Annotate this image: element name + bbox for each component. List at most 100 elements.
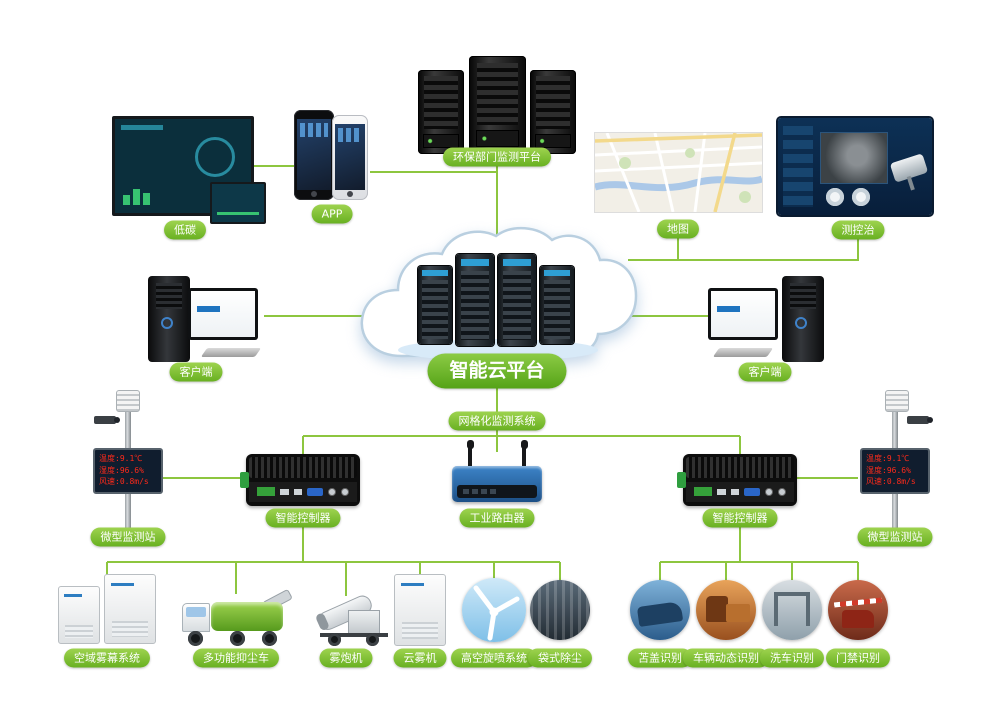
dust-suppression-truck xyxy=(180,584,293,646)
label-dust-truck: 多功能抑尘车 xyxy=(193,648,279,668)
label-bag-dust: 袋式除尘 xyxy=(528,648,592,668)
server-tower-icon xyxy=(469,56,526,154)
map-graphic xyxy=(594,132,764,213)
camera-feed-graphic xyxy=(820,132,888,184)
label-client-right: 客户端 xyxy=(738,362,792,382)
truck-tank xyxy=(211,602,283,631)
router-body xyxy=(452,466,542,502)
client-right xyxy=(706,272,824,368)
round-connector xyxy=(327,487,336,496)
cloud-mist-machine xyxy=(394,574,446,646)
label-fog-curtain: 空域雾幕系统 xyxy=(64,648,150,668)
chart-bar-graphic xyxy=(143,193,150,205)
camera-icon xyxy=(94,416,120,424)
photo-high-altitude-spray xyxy=(462,578,526,642)
led-display: 温度:9.1℃ 湿度:96.6% 风速:0.8m/s xyxy=(860,448,930,494)
router-ports xyxy=(457,485,537,498)
usb-port xyxy=(730,488,740,495)
usb-port xyxy=(293,488,303,495)
phone-screen xyxy=(335,124,365,190)
red-truck-graphic xyxy=(842,610,874,628)
tarp-truck-graphic xyxy=(636,601,684,627)
turbine-graphic xyxy=(473,585,520,641)
heatsink-fins xyxy=(686,457,794,478)
label-controller-right: 智能控制器 xyxy=(702,508,778,528)
client-left xyxy=(148,272,266,368)
led-line: 湿度:96.6% xyxy=(866,465,911,475)
heatsink-fins xyxy=(249,457,357,478)
pc-tower-icon xyxy=(782,276,824,362)
gate-arm-graphic xyxy=(833,597,883,608)
label-cloud-platform: 智能云平台 xyxy=(427,353,567,389)
dial-gauge-icon xyxy=(826,188,844,206)
monitor-icon xyxy=(708,288,778,340)
led-line: 风速:0.8m/s xyxy=(866,477,916,487)
fog-curtain-system xyxy=(58,574,158,646)
label-cloud-mist: 云雾机 xyxy=(393,648,447,668)
truck-cab-graphic xyxy=(706,596,728,622)
cloud-server-rack-icon xyxy=(456,254,494,346)
round-connector xyxy=(340,487,349,496)
env-platform-servers xyxy=(418,56,578,156)
cabinet-icon xyxy=(104,574,156,644)
photo-gate-recognition xyxy=(828,580,888,640)
label-map: 地图 xyxy=(657,219,699,239)
terminal-port xyxy=(694,487,712,497)
terminal-block xyxy=(677,471,686,489)
led-line: 风速:0.8m/s xyxy=(99,477,149,487)
led-line: 湿度:96.6% xyxy=(99,465,144,475)
phone-icon xyxy=(294,110,334,200)
industrial-router xyxy=(452,440,542,506)
terminal-block xyxy=(240,471,249,489)
weather-sensor-icon xyxy=(885,390,909,412)
truck-cab xyxy=(182,603,210,632)
usb-port xyxy=(716,488,726,495)
cannon-frame xyxy=(320,633,388,637)
label-station-left: 微型监测站 xyxy=(90,527,166,547)
cloud-server-rack-icon xyxy=(498,254,536,346)
keyboard-icon xyxy=(200,348,262,357)
phone-screen xyxy=(297,119,331,190)
wheel-icon xyxy=(230,631,245,646)
wash-gate-graphic xyxy=(774,592,810,626)
label-router: 工业路由器 xyxy=(459,508,535,528)
antenna-icon xyxy=(520,440,528,468)
cabinet-icon xyxy=(394,574,446,646)
chart-bar-graphic xyxy=(133,189,140,205)
map-panel xyxy=(594,132,764,213)
cloud-server-rack-icon xyxy=(540,266,574,344)
micro-station-right: 温度:9.1℃ 湿度:96.6% 风速:0.8m/s xyxy=(855,390,935,538)
screen-hud-graphic xyxy=(121,125,163,130)
label-env-platform: 环保部门监测平台 xyxy=(443,147,551,167)
label-controller-left: 智能控制器 xyxy=(265,508,341,528)
led-display: 温度:9.1℃ 湿度:96.6% 风速:0.8m/s xyxy=(93,448,163,494)
pc-tower-icon xyxy=(148,276,190,362)
label-app: APP xyxy=(311,204,353,224)
round-connector xyxy=(777,487,786,496)
micro-station-left: 温度:9.1℃ 湿度:96.6% 风速:0.8m/s xyxy=(88,390,168,538)
control-screen xyxy=(778,118,932,215)
low-carbon-screens xyxy=(112,116,266,224)
wheel-icon xyxy=(188,631,203,646)
vga-port xyxy=(307,487,323,496)
fog-cannon-machine xyxy=(312,588,396,646)
photo-wash-recognition xyxy=(762,580,822,640)
server-tower-icon xyxy=(418,70,464,154)
cabinet-icon xyxy=(58,586,100,644)
phone-icon xyxy=(332,115,368,200)
controller-ports xyxy=(686,482,794,502)
usb-port xyxy=(279,488,289,495)
antenna-icon xyxy=(466,440,474,468)
label-fog-cannon: 雾炮机 xyxy=(319,648,373,668)
dial-gauge-icon xyxy=(852,188,870,206)
label-low-carbon: 低碳 xyxy=(164,220,206,240)
label-cover-recognition: 苫盖识别 xyxy=(628,648,692,668)
round-connector xyxy=(764,487,773,496)
keyboard-icon xyxy=(712,348,774,357)
wheel-icon xyxy=(366,633,379,646)
led-line: 温度:9.1℃ xyxy=(99,454,143,463)
weather-sensor-icon xyxy=(116,390,140,412)
photo-cover-recognition xyxy=(630,580,690,640)
monitor-screen xyxy=(191,291,255,337)
